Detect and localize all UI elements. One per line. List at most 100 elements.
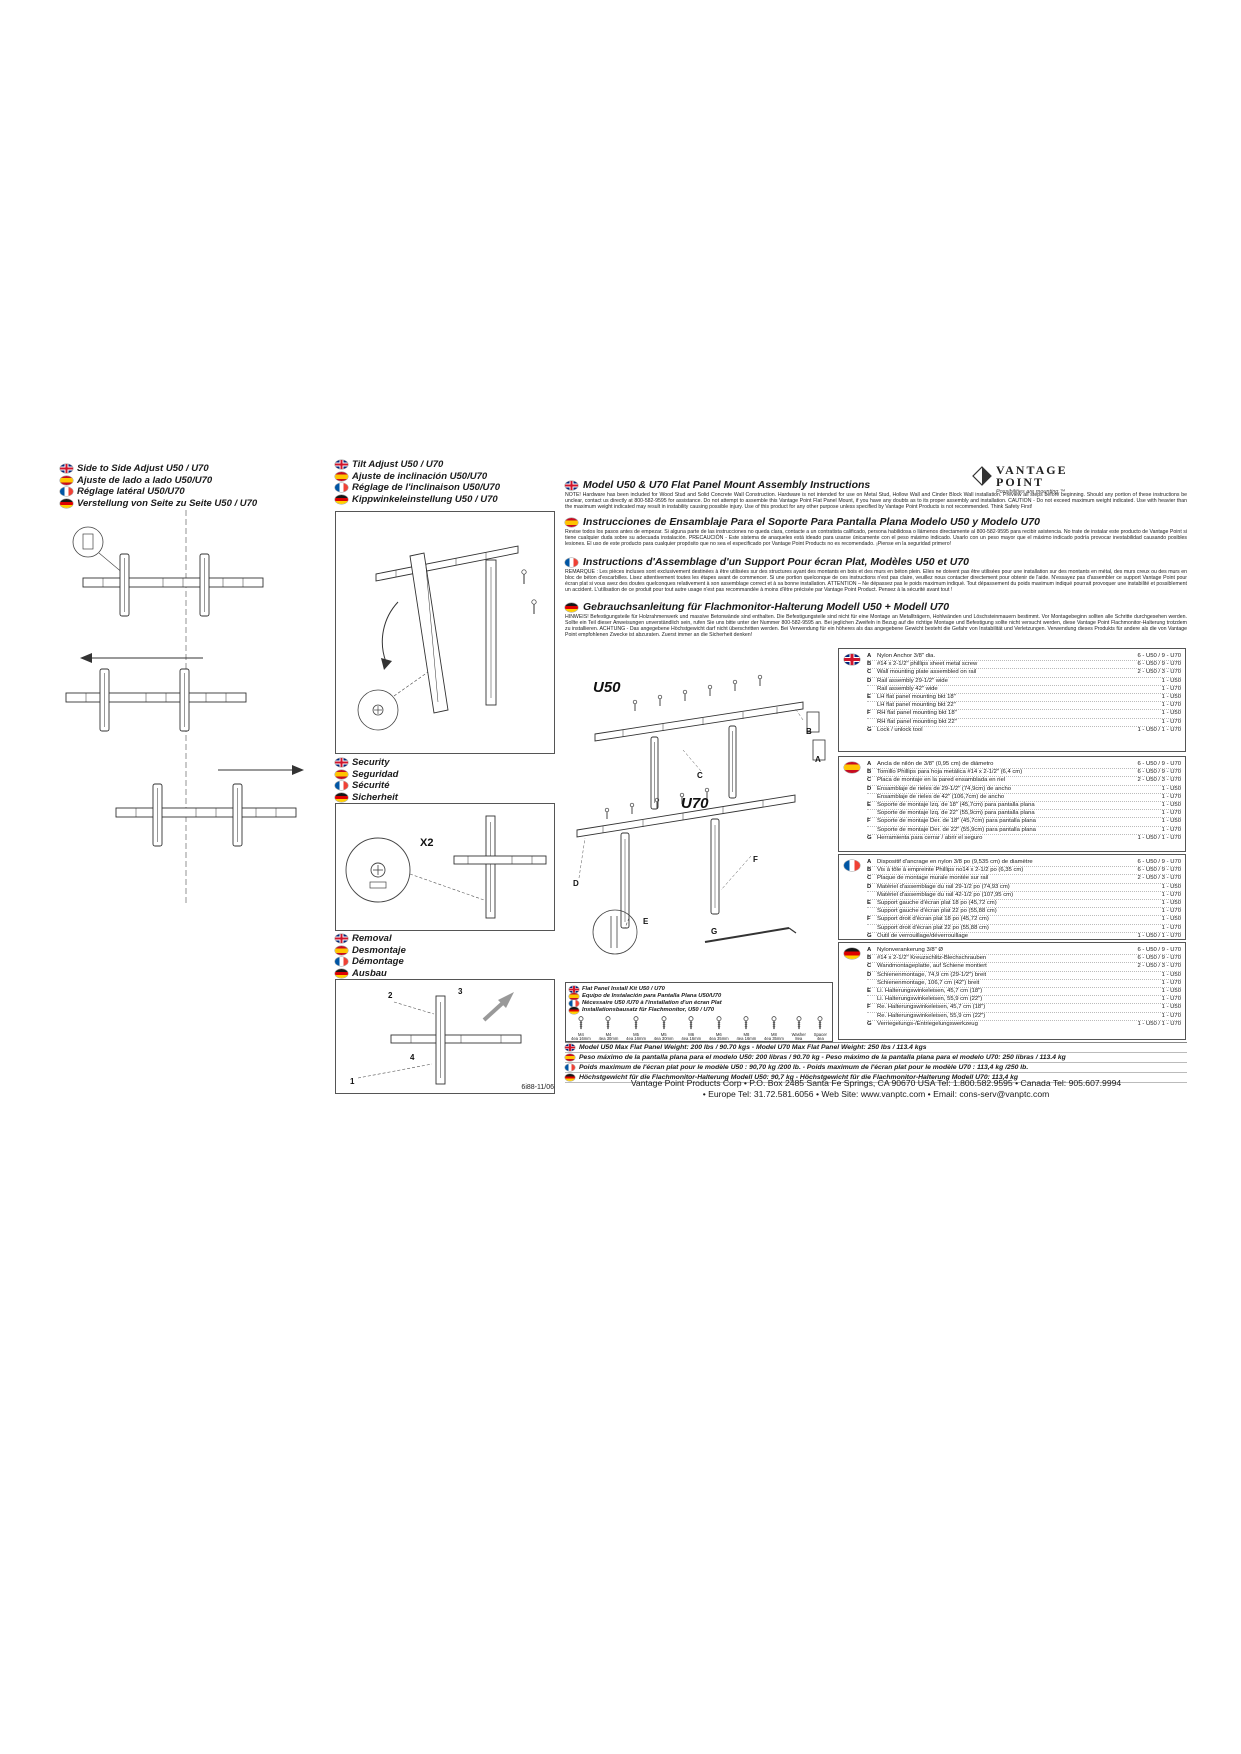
max-weight-es: Peso máximo de la pantalla plana para el… — [579, 1054, 1066, 1061]
part-quantity: 6 - U50 / 9 - U70 — [1137, 867, 1181, 874]
lang-line: Ajuste de inclinación U50/U70 — [335, 471, 500, 483]
part-description: Support gauche d'écran plat 22 po (55,88… — [877, 908, 997, 915]
part-description: Tornillo Phillips para hoja metálica #14… — [877, 769, 1023, 776]
part-description: Herramienta para cerrar / abrir el segur… — [877, 834, 983, 841]
section-title-fr: Démontage — [352, 956, 404, 967]
part-letter: D — [867, 971, 872, 978]
part-row: G Lock / unlock tool 1 - U50 / 1 - U70 — [867, 727, 1181, 734]
part-quantity: 1 - U70 — [1161, 996, 1181, 1003]
part-description: Li. Halterungswinkeleisen, 45,7 cm (18") — [877, 988, 983, 995]
part-quantity: 1 - U50 — [1161, 802, 1181, 809]
part-row: D Matériel d'assemblage du rail 29-1/2 p… — [867, 884, 1181, 892]
intro-title-fr: Instructions d'Assemblage d'un Support P… — [583, 556, 969, 568]
part-quantity: 6 - U50 / 9 - U70 — [1137, 947, 1181, 953]
part-quantity: 1 - U50 — [1161, 710, 1181, 717]
hardware-item: M4 4ea 30mm — [599, 1016, 618, 1042]
part-description: Outil de verrouillage/déverrouillage — [877, 932, 969, 939]
part-letter: A — [867, 761, 872, 767]
part-description: LH flat panel mounting bkt 18" — [877, 694, 956, 701]
hardware-strip: M4 4ea 16mm M4 4ea 30mm — [569, 1016, 829, 1042]
doc-number: 6i88-11/06 — [521, 1084, 554, 1091]
part-description: Wandmontageplatte, auf Schiene montiert — [877, 963, 987, 970]
part-row: B #14 x 2-1/2" phillips sheet metal scre… — [867, 661, 1181, 670]
screw-icon — [771, 1016, 777, 1030]
callout-a: A — [815, 755, 821, 764]
bracket-detail-circle — [592, 909, 638, 955]
step-number-4: 4 — [410, 1053, 415, 1062]
hardware-item: M5 4ea 16mm — [626, 1016, 646, 1042]
lang-line: Side to Side Adjust U50 / U70 — [60, 463, 257, 475]
u70-label: U70 — [681, 795, 709, 812]
part-row: C Wandmontageplatte, auf Schiene montier… — [867, 963, 1181, 972]
weight-row: Poids maximum de l'écran plat pour le mo… — [565, 1063, 1187, 1073]
exploded-assembly-diagram: U50 U70 — [573, 674, 826, 955]
screw-icon — [743, 1016, 749, 1030]
part-row: B #14 x 2-1/2" Kreuzschlitz-Blechschraub… — [867, 955, 1181, 964]
section-title-de: Sicherheit — [352, 791, 398, 803]
part-letter — [867, 908, 877, 915]
hardware-item: M4 4ea 16mm — [571, 1016, 591, 1042]
side-to-side-diagram — [65, 510, 304, 904]
part-description: Nylonverankerung 3/8" Ø — [877, 947, 943, 953]
germany-flag-icon — [335, 792, 348, 802]
install-kit-box: Flat Panel Install Kit U50 / U70 Equipo … — [565, 982, 833, 1042]
part-description: Dispositif d'ancrage en nylon 3/8 po (9,… — [877, 859, 1033, 865]
part-letter: C — [867, 875, 872, 882]
intro-title-en: Model U50 & U70 Flat Panel Mount Assembl… — [583, 479, 871, 491]
part-quantity: 2 - U50 / 3 - U70 — [1137, 777, 1181, 784]
part-description: #14 x 2-1/2" phillips sheet metal screw — [877, 661, 978, 668]
hardware-label: M8 — [743, 1031, 750, 1037]
hardware-item: M5 4ea 30mm — [654, 1016, 674, 1042]
part-row: F RH flat panel mounting bkt 18" 1 - U50 — [867, 710, 1181, 719]
screw-icon — [688, 1016, 694, 1030]
tilt-arc-arrow — [381, 601, 399, 670]
part-row: G Outil de verrouillage/déverrouillage 1… — [867, 933, 1181, 940]
part-row: Support droit d'écran plat 22 po (55,88 … — [867, 925, 1181, 933]
u70-assembly — [576, 794, 796, 929]
callout-f: F — [753, 855, 758, 864]
parts-list-de: A Nylonverankerung 3/8" Ø 6 - U50 / 9 - … — [838, 942, 1186, 1040]
part-quantity: 1 - U70 — [1161, 810, 1181, 817]
part-description: Soporte de montaje Izq. de 22" (55,9cm) … — [877, 810, 1035, 817]
max-weight-en: Model U50 Max Flat Panel Weight: 200 lbs… — [579, 1044, 927, 1051]
section-title-es: Seguridad — [352, 768, 399, 780]
part-quantity: 2 - U50 / 3 - U70 — [1137, 875, 1181, 882]
parts-rows: A Dispositif d'ancrage en nylon 3/8 po (… — [867, 859, 1181, 940]
uk-flag-icon — [60, 464, 73, 474]
part-letter: B — [867, 867, 872, 874]
hardware-item: Washer 8ea — [792, 1016, 806, 1042]
parts-rows: A Nylonverankerung 3/8" Ø 6 - U50 / 9 - … — [867, 947, 1181, 1028]
kit-title-de: Installationsbausatz für Flachmonitor, U… — [582, 1007, 715, 1013]
lang-line: Kippwinkeleinstellung U50 / U70 — [335, 494, 500, 506]
part-letter — [867, 980, 877, 987]
uk-flag-icon — [335, 758, 348, 768]
part-letter: D — [867, 883, 872, 890]
brand-tagline: Possibilities are mounting.™ — [996, 489, 1066, 495]
kit-title-line: Flat Panel Install Kit U50 / U70 — [569, 986, 829, 993]
logo-diamond-icon — [972, 466, 992, 486]
kit-title-fr: Nécessaire U50 /U70 à l'installation d'u… — [582, 1000, 722, 1006]
part-quantity: 1 - U50 / 1 - U70 — [1137, 1020, 1181, 1027]
germany-flag-icon — [569, 1007, 579, 1014]
part-letter: F — [867, 1004, 871, 1011]
spain-flag-icon — [335, 471, 348, 481]
part-row: E Li. Halterungswinkeleisen, 45,7 cm (18… — [867, 988, 1181, 997]
tilt-diagram-box — [335, 511, 555, 754]
tilt-diagram — [357, 545, 537, 731]
footer-address: Vantage Point Products Corp • P.O. Box 2… — [630, 1078, 1122, 1088]
germany-flag-icon — [335, 968, 348, 978]
part-quantity: 1 - U70 — [1161, 702, 1181, 709]
kit-title-line: Nécessaire U50 /U70 à l'installation d'u… — [569, 1000, 829, 1007]
part-quantity: 1 - U50 — [1161, 900, 1181, 907]
part-description: Verriegelungs-/Entriegelungswerkzeug — [877, 1020, 978, 1027]
part-row: LH flat panel mounting bkt 22" 1 - U70 — [867, 702, 1181, 711]
part-row: B Vis à tôle à empreinte Phillips no14 x… — [867, 867, 1181, 876]
u50-assembly — [594, 701, 826, 810]
lang-line: Ajuste de lado a lado U50/U70 — [60, 475, 257, 487]
part-description: #14 x 2-1/2" Kreuzschlitz-Blechschrauben — [877, 955, 987, 962]
lang-line: Security — [335, 757, 398, 769]
part-row: E LH flat panel mounting bkt 18" 1 - U50 — [867, 694, 1181, 703]
security-diagram-box: X2 — [335, 803, 555, 931]
part-description: Rail assembly 42" wide — [877, 685, 938, 692]
spain-flag-icon — [335, 945, 348, 955]
